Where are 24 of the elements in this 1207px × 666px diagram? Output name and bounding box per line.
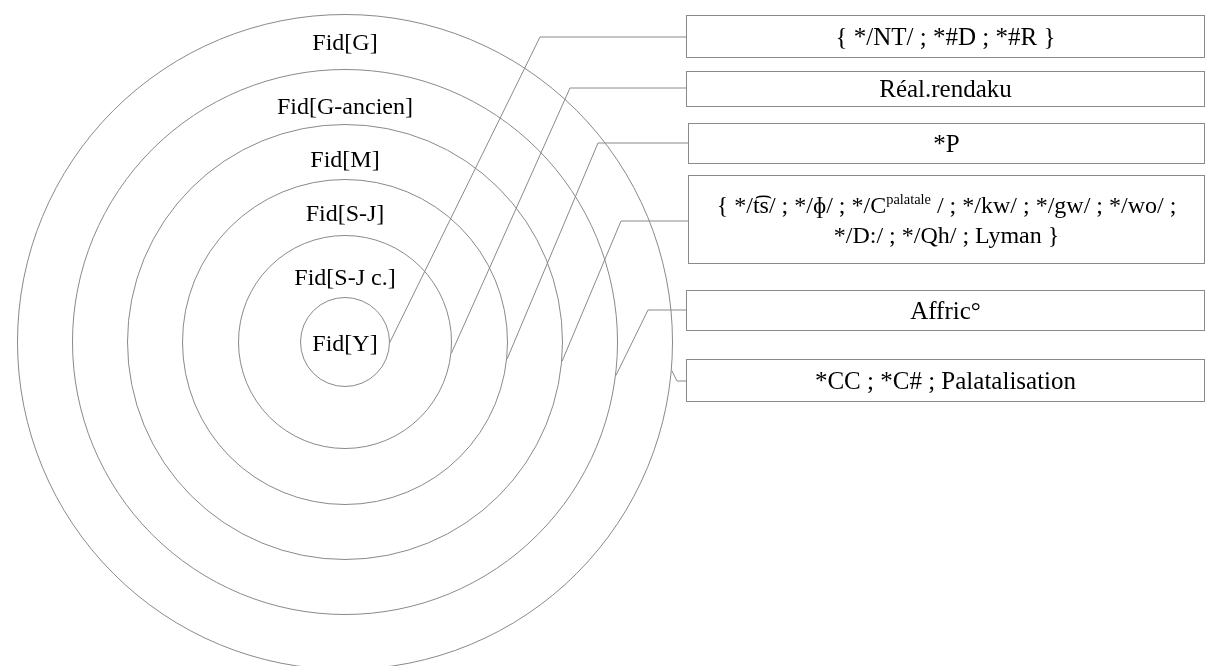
box-text: *P	[932, 128, 961, 159]
label-box	[686, 290, 1205, 331]
box-text: Affric°	[909, 295, 982, 326]
label-box	[688, 175, 1205, 264]
box-text: Réal.rendaku	[878, 74, 1013, 104]
circle-label: Fid[S-J]	[305, 199, 385, 227]
leader-line	[389, 36, 687, 343]
label-box	[686, 359, 1205, 402]
circle-label: Fid[G-ancien]	[277, 92, 413, 120]
leader-line	[615, 309, 687, 376]
label-box	[686, 15, 1205, 58]
label-box	[688, 123, 1205, 164]
leader-line	[506, 142, 689, 360]
leader-line	[561, 220, 689, 362]
box-text: *CC ; *C# ; Palatalisation	[813, 365, 1078, 396]
leader-line	[671, 370, 687, 382]
circle-label: Fid[G]	[312, 28, 378, 56]
label-box	[686, 71, 1205, 107]
leader-line	[450, 87, 687, 354]
box-text: { */NT/ ; *#D ; *#R }	[834, 21, 1057, 52]
circle-label: Fid[S-J c.]	[294, 263, 396, 291]
circle-label: Fid[M]	[310, 145, 380, 173]
circle-label: Fid[Y]	[312, 329, 378, 357]
box-text: { */t͡s/ ; */ɸ/ ; */C$^{palatale}$ / ; */kw/ ; */gw/ ; */wo/ ; */D:/ ; */Qh/ ; Lyman }	[715, 189, 1178, 250]
